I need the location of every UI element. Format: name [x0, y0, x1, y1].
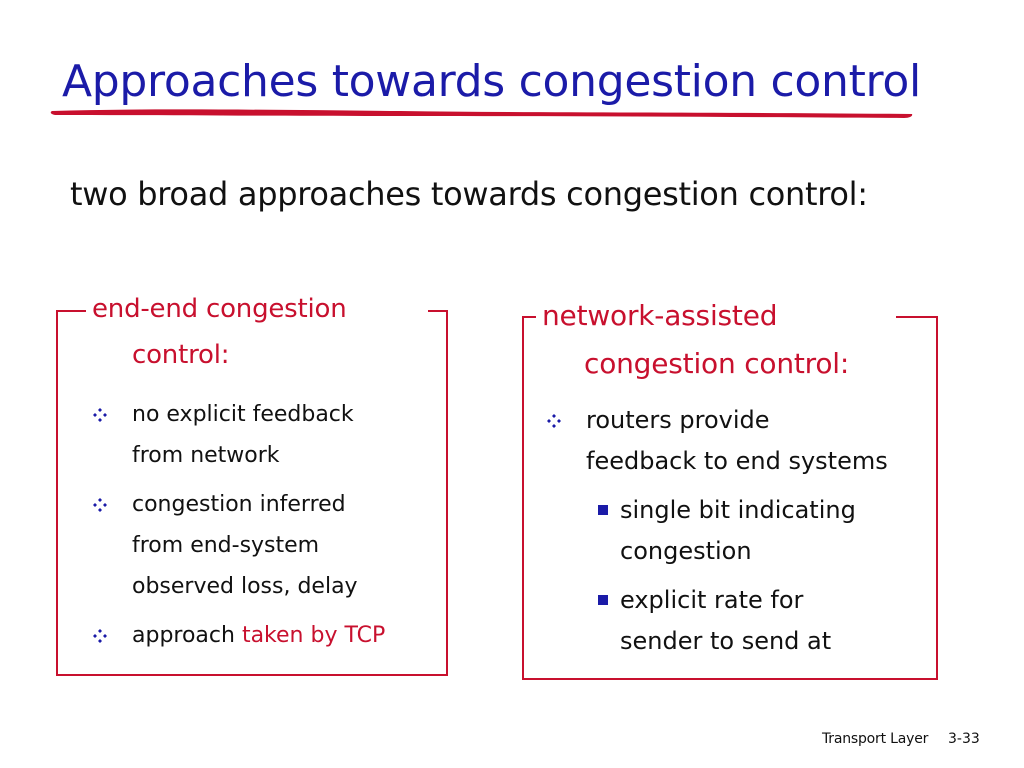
bullet-text-line: from network	[132, 443, 280, 468]
list-item: single bit indicating congestion	[586, 490, 936, 572]
bullet-text-line: congestion inferred	[132, 492, 346, 517]
sub-bullet-text-line: sender to send at	[620, 627, 832, 655]
network-assisted-panel: network-assisted congestion control: rou…	[522, 292, 938, 680]
bullet-text-line: observed loss, delay	[132, 574, 358, 599]
bullet-text-line: from end-system	[132, 533, 320, 558]
bullet-text-line: no explicit feedback	[132, 402, 354, 427]
square-bullet-icon	[598, 505, 608, 515]
list-item: routers provide feedback to end systems …	[546, 400, 936, 662]
page-number: 3-33	[948, 731, 980, 747]
end-end-approach-panel: end-end congestion control: no explicit …	[56, 286, 448, 676]
title-underline	[50, 109, 913, 118]
bullet-text-line: feedback to end systems	[586, 447, 888, 475]
sub-bullet-text-line: single bit indicating	[620, 496, 856, 524]
footer-label: Transport Layer	[822, 731, 929, 747]
list-item: explicit rate for sender to send at	[586, 580, 936, 662]
subtitle: two broad approaches towards congestion …	[70, 175, 868, 213]
four-diamond-bullet-icon	[92, 615, 108, 656]
bullet-text-line: routers provide	[586, 406, 770, 434]
end-end-bullet-list: no explicit feedback from network conges…	[92, 394, 432, 664]
network-assisted-bullet-list: routers provide feedback to end systems …	[546, 400, 936, 670]
list-item: congestion inferred from end-system obse…	[92, 484, 432, 607]
four-diamond-bullet-icon	[546, 400, 562, 441]
slide-title: Approaches towards congestion control	[62, 56, 921, 107]
tcp-highlight-text: taken by TCP	[241, 623, 386, 648]
list-item: approach taken by TCP	[92, 615, 432, 656]
four-diamond-bullet-icon	[92, 484, 108, 525]
network-assisted-heading-line-1: network-assisted	[542, 299, 778, 332]
sub-bullet-list: single bit indicating congestion explici…	[586, 490, 936, 662]
end-end-heading: end-end congestion control:	[86, 286, 428, 378]
list-item: no explicit feedback from network	[92, 394, 432, 476]
square-bullet-icon	[598, 595, 608, 605]
bullet-text: approach	[132, 623, 242, 648]
end-end-heading-line-2: control:	[132, 340, 230, 370]
four-diamond-bullet-icon	[92, 394, 108, 435]
end-end-heading-line-1: end-end congestion	[92, 294, 347, 324]
network-assisted-heading-line-2: congestion control:	[584, 347, 850, 380]
network-assisted-heading: network-assisted congestion control:	[536, 292, 896, 388]
sub-bullet-text-line: explicit rate for	[620, 586, 804, 614]
sub-bullet-text-line: congestion	[620, 537, 752, 565]
